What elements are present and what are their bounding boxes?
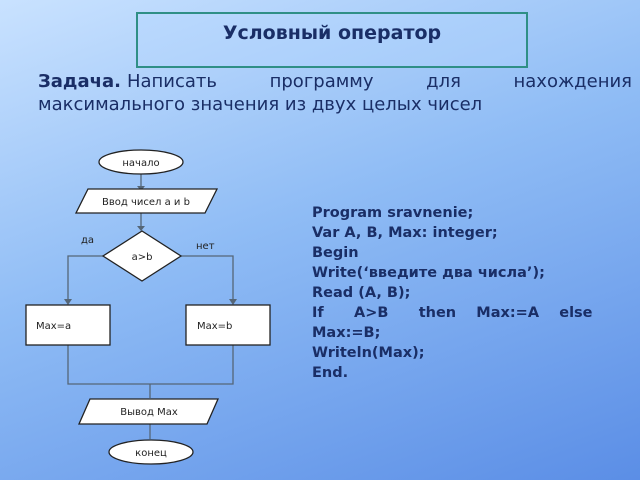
code-line: Read (A, B);: [312, 285, 411, 301]
start-terminator: [98, 149, 184, 175]
connector-merge: [67, 345, 234, 385]
arrowhead: [229, 299, 237, 305]
start-label: начало: [122, 158, 159, 169]
title-box: Условный оператор: [136, 12, 528, 68]
input-block: [74, 188, 219, 214]
task-text: Написать программу для нахождения максим…: [38, 71, 632, 115]
code-line: Var A, B, Max: integer;: [312, 225, 498, 241]
end-terminator: [108, 439, 194, 465]
code-listing: Program sravnenie; Var A, B, Max: intege…: [312, 203, 618, 383]
code-line: Begin: [312, 245, 359, 261]
code-line: Program sravnenie;: [312, 205, 474, 221]
condition-label: a>b: [132, 252, 153, 263]
arrowhead: [137, 226, 145, 231]
slide-title: Условный оператор: [222, 22, 442, 44]
code-line: End.: [312, 365, 349, 381]
connector-no: [181, 255, 234, 302]
max-a-label: Max=a: [36, 321, 71, 332]
output-label: Вывод Max: [120, 407, 178, 418]
connector-yes: [67, 255, 103, 302]
code-line: Max:=B;: [312, 325, 381, 341]
no-label: нет: [196, 241, 215, 252]
code-line: If A>B then Max:=A else: [312, 305, 593, 321]
condition-diamond: [101, 230, 183, 282]
end-label: конец: [135, 448, 167, 459]
yes-label: да: [81, 235, 94, 246]
max-a-block: [25, 304, 111, 346]
output-block: [78, 398, 219, 425]
code-line: Writeln(Max);: [312, 345, 425, 361]
code-line: Write(‘введите два числа’);: [312, 265, 545, 281]
arrowhead: [64, 299, 72, 305]
max-b-label: Max=b: [197, 321, 232, 332]
task-statement: Задача.Написать программу для нахождения…: [38, 70, 632, 116]
task-label: Задача.: [38, 71, 121, 92]
input-label: Ввод чисел a и b: [102, 197, 190, 208]
max-b-block: [185, 304, 271, 346]
